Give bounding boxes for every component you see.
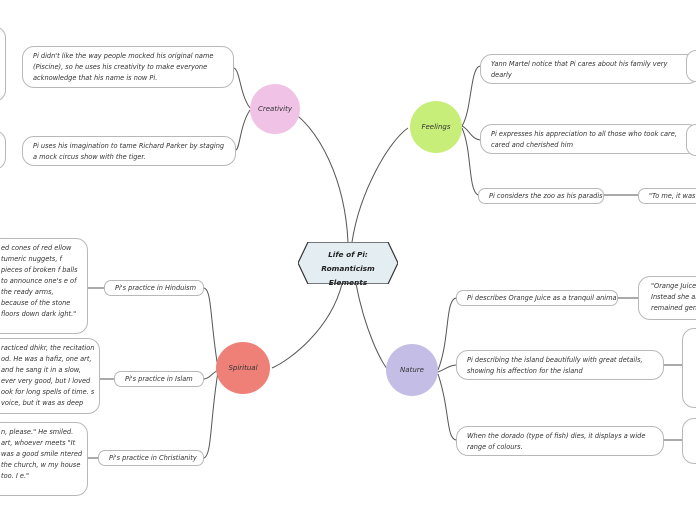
topic-nature[interactable]: Nature xyxy=(386,344,438,396)
spiritual-quote-hinduism[interactable]: ed cones of red ellow tumeric nuggets, f… xyxy=(0,238,88,334)
spiritual-quote-islam[interactable]: racticed dhikr, the recitation od. He wa… xyxy=(0,338,100,414)
nature-subtopic-island-text: Pi describing the island beautifully wit… xyxy=(467,356,643,375)
feelings-quote-zoo-text: "To me, it was p xyxy=(649,192,696,200)
creativity-subtopic-tiger-text: Pi uses his imagination to tame Richard … xyxy=(33,142,225,161)
creativity-cropped-box-1[interactable] xyxy=(0,26,6,102)
feelings-cropped-box-1[interactable] xyxy=(686,50,696,82)
feelings-subtopic-family-text: Yann Martel notice that Pi cares about h… xyxy=(491,60,668,79)
topic-creativity-label: Creativity xyxy=(257,105,293,113)
spiritual-quote-christianity[interactable]: n, please." He smiled. art, whoever meet… xyxy=(0,422,88,496)
spiritual-subtopic-islam[interactable]: Pi's practice in Islam xyxy=(114,371,204,387)
spiritual-subtopic-islam-text: Pi's practice in Islam xyxy=(125,375,193,383)
spiritual-subtopic-hinduism-text: Pi's practice in Hinduism xyxy=(115,284,197,292)
central-topic[interactable]: Life of Pi: Romanticism Elements xyxy=(298,242,398,287)
nature-subtopic-orange-juice-text: Pi describes Orange Juice as a tranquil … xyxy=(467,294,618,302)
feelings-subtopic-appreciation-text: Pi expresses his appreciation to all tho… xyxy=(491,130,677,149)
feelings-cropped-box-2[interactable] xyxy=(686,124,696,156)
nature-cropped-box-2[interactable] xyxy=(682,418,696,464)
nature-cropped-box-1[interactable] xyxy=(682,328,696,408)
nature-subtopic-island[interactable]: Pi describing the island beautifully wit… xyxy=(456,350,664,380)
creativity-subtopic-name-text: Pi didn't like the way people mocked his… xyxy=(33,52,214,82)
nature-subtopic-dorado-text: When the dorado (type of fish) dies, it … xyxy=(467,432,646,451)
spiritual-subtopic-christianity[interactable]: Pi's practice in Christianity xyxy=(98,450,204,466)
spiritual-quote-christianity-text: n, please." He smiled. art, whoever meet… xyxy=(1,428,83,480)
topic-feelings-label: Feelings xyxy=(421,123,451,131)
feelings-subtopic-zoo-text: Pi considers the zoo as his paradise xyxy=(489,192,604,200)
nature-quote-orange-juice[interactable]: "Orange Juice Instead she an remained ge… xyxy=(638,276,696,320)
spiritual-subtopic-hinduism[interactable]: Pi's practice in Hinduism xyxy=(104,280,204,296)
creativity-subtopic-name[interactable]: Pi didn't like the way people mocked his… xyxy=(22,46,234,88)
feelings-quote-zoo[interactable]: "To me, it was p xyxy=(638,188,696,204)
spiritual-quote-hinduism-text: ed cones of red ellow tumeric nuggets, f… xyxy=(1,244,78,318)
topic-creativity[interactable]: Creativity xyxy=(250,84,300,134)
topic-spiritual[interactable]: Spiritual xyxy=(216,342,270,394)
feelings-subtopic-family[interactable]: Yann Martel notice that Pi cares about h… xyxy=(480,54,696,84)
spiritual-quote-islam-text: racticed dhikr, the recitation od. He wa… xyxy=(1,344,95,407)
spiritual-subtopic-christianity-text: Pi's practice in Christianity xyxy=(109,454,197,462)
nature-subtopic-orange-juice[interactable]: Pi describes Orange Juice as a tranquil … xyxy=(456,290,618,306)
feelings-subtopic-appreciation[interactable]: Pi expresses his appreciation to all tho… xyxy=(480,124,696,154)
topic-feelings[interactable]: Feelings xyxy=(410,101,462,153)
topic-spiritual-label: Spiritual xyxy=(228,364,258,372)
nature-quote-orange-juice-text: "Orange Juice Instead she an remained ge… xyxy=(651,282,696,312)
nature-subtopic-dorado[interactable]: When the dorado (type of fish) dies, it … xyxy=(456,426,664,456)
central-title: Life of Pi: Romanticism Elements xyxy=(321,250,375,287)
topic-nature-label: Nature xyxy=(400,366,424,374)
creativity-subtopic-tiger[interactable]: Pi uses his imagination to tame Richard … xyxy=(22,136,236,166)
feelings-subtopic-zoo[interactable]: Pi considers the zoo as his paradise xyxy=(478,188,604,204)
